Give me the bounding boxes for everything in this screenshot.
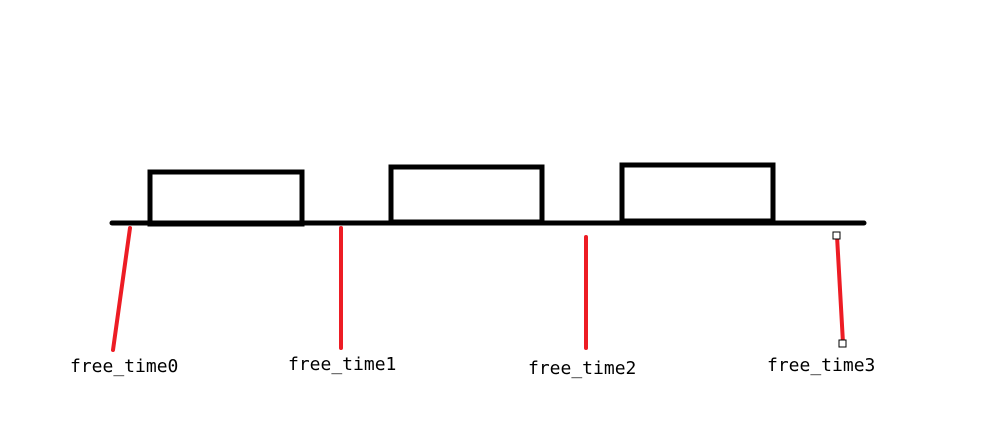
free-time2-label: free_time2 bbox=[528, 358, 637, 379]
free-time3-handle-bottom[interactable] bbox=[838, 339, 847, 348]
free-time3-label: free_time3 bbox=[767, 355, 876, 376]
free-time3-handle-top[interactable] bbox=[832, 231, 841, 240]
busy-block-3 bbox=[619, 162, 776, 224]
free-time1-label: free_time1 bbox=[288, 354, 397, 375]
free-time0-label: free_time0 bbox=[70, 356, 179, 377]
free-time0-marker bbox=[111, 226, 132, 352]
free-time3-marker bbox=[835, 234, 845, 345]
busy-block-1 bbox=[147, 169, 305, 227]
busy-block-2 bbox=[388, 164, 545, 225]
